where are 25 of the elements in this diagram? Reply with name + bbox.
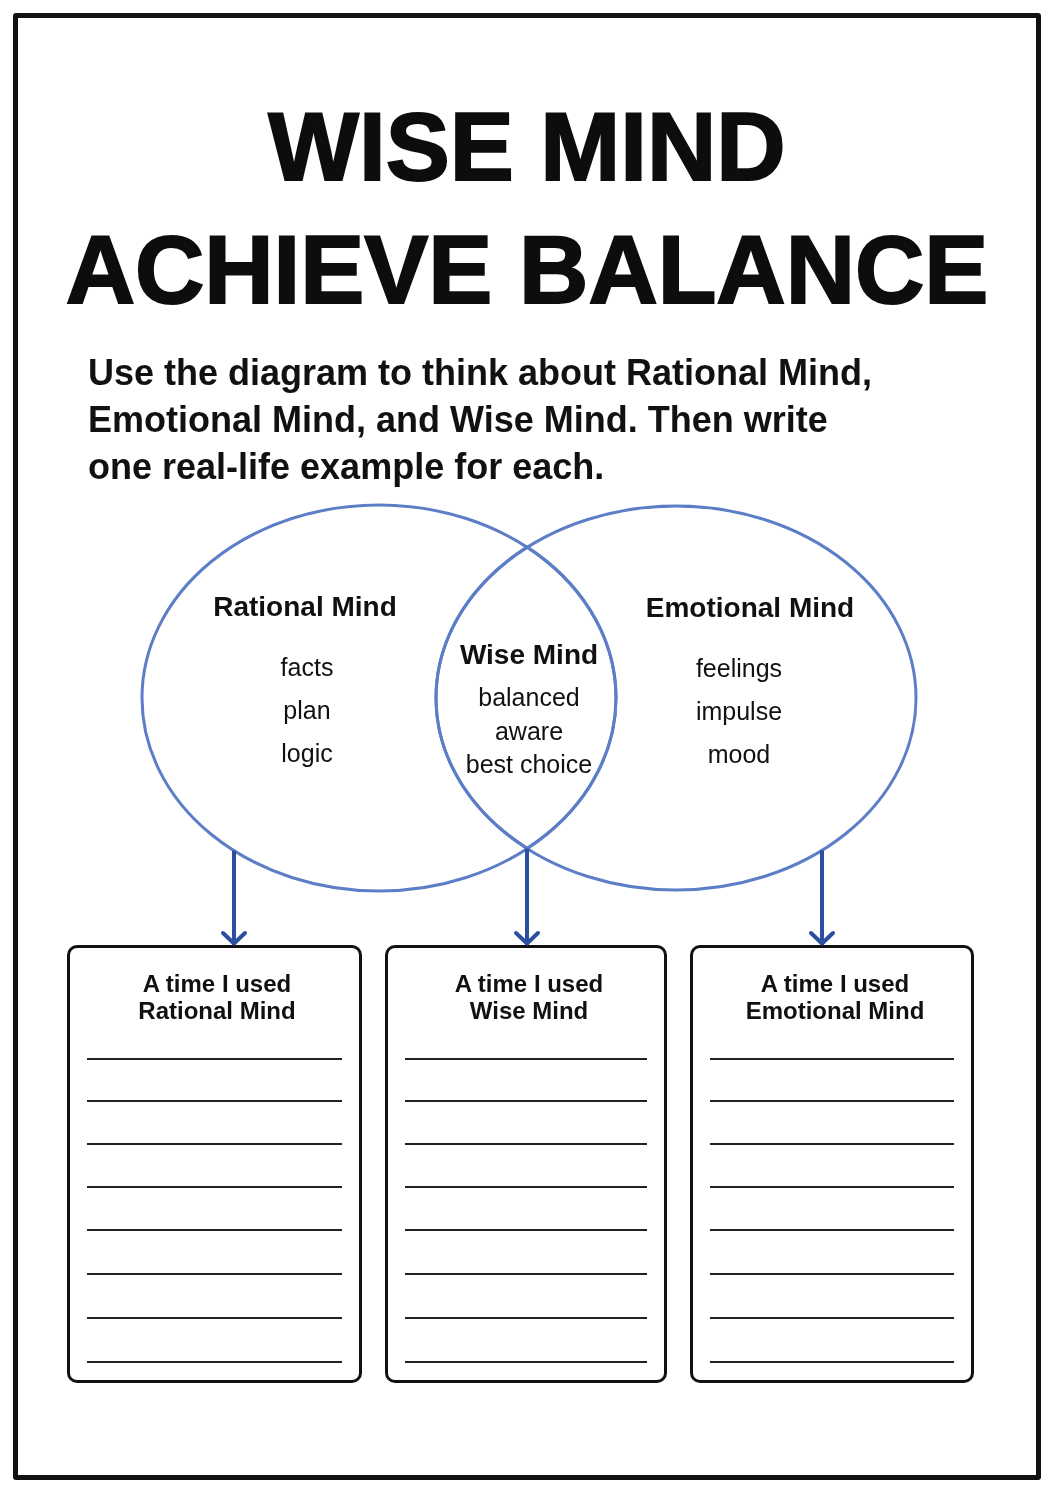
mind-heading: Emotional Mind bbox=[645, 591, 855, 625]
prompt-heading: A time I used Wise Mind bbox=[453, 970, 605, 1024]
mind-heading: Wise Mind bbox=[459, 638, 599, 672]
trait-word: mood bbox=[707, 739, 771, 770]
writing-card bbox=[67, 945, 362, 1383]
mind-heading: Rational Mind bbox=[213, 590, 397, 624]
trait-word: plan bbox=[283, 695, 331, 726]
instructions-text: Use the diagram to think about Rational Mind, Emotional Mind, and Wise Mind. Then write one real-life example for each. bbox=[88, 351, 873, 489]
worksheet-title: WISE MIND ACHIEVE BALANCE bbox=[64, 92, 990, 325]
trait-word: best choice bbox=[465, 749, 593, 780]
trait-word: facts bbox=[280, 652, 334, 683]
arrow bbox=[809, 850, 835, 946]
trait-word: balanced bbox=[478, 682, 580, 713]
venn-overlap bbox=[436, 547, 616, 849]
prompt-heading: A time I used Rational Mind bbox=[137, 970, 297, 1024]
arrow bbox=[221, 850, 247, 946]
writing-card bbox=[690, 945, 974, 1383]
writing-card bbox=[385, 945, 667, 1383]
trait-word: impulse bbox=[695, 696, 783, 727]
prompt-heading: A time I used Emotional Mind bbox=[744, 970, 926, 1024]
venn-circle bbox=[142, 505, 616, 891]
trait-word: logic bbox=[281, 738, 333, 769]
trait-word: feelings bbox=[695, 653, 783, 684]
trait-word: aware bbox=[494, 716, 564, 747]
venn-circle bbox=[436, 506, 916, 890]
